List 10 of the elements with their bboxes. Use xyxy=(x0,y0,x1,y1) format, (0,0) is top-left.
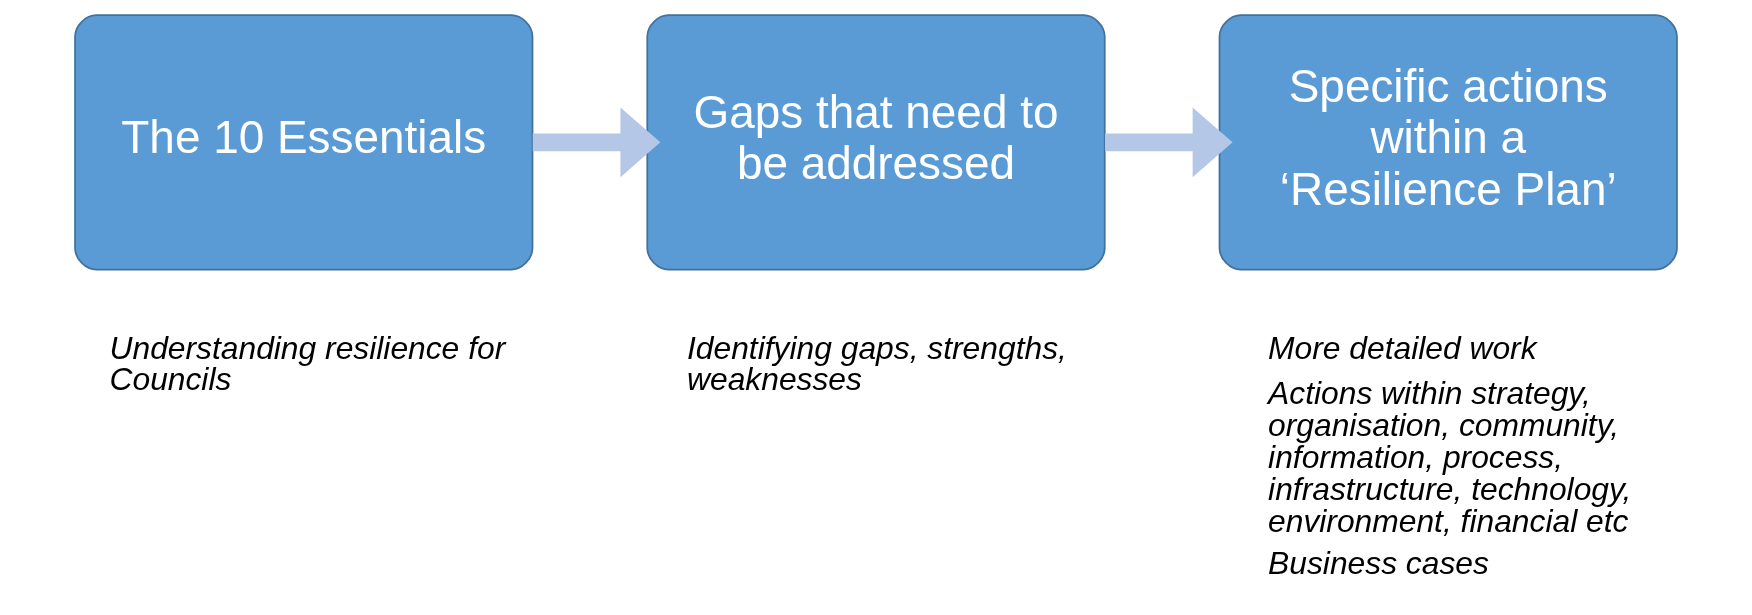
node-label: Business cases xyxy=(1268,545,1489,582)
arrow xyxy=(1105,107,1233,178)
node-box: The 10 Essentials xyxy=(74,14,534,271)
arrow xyxy=(532,107,661,178)
node-label: Actions within strategy, organisation, community, information, process, infrastructure, technology, environment, financial etc xyxy=(1268,375,1632,539)
node-box: Specific actions within a ‘Resilience Plan’ xyxy=(1218,14,1678,271)
node-label: Understanding resilience for Councils xyxy=(109,329,506,398)
node-label: More detailed work xyxy=(1268,329,1537,366)
node-box: Gaps that need to be addressed xyxy=(646,14,1106,271)
node-label: Identifying gaps, strengths, weaknesses xyxy=(687,329,1067,398)
